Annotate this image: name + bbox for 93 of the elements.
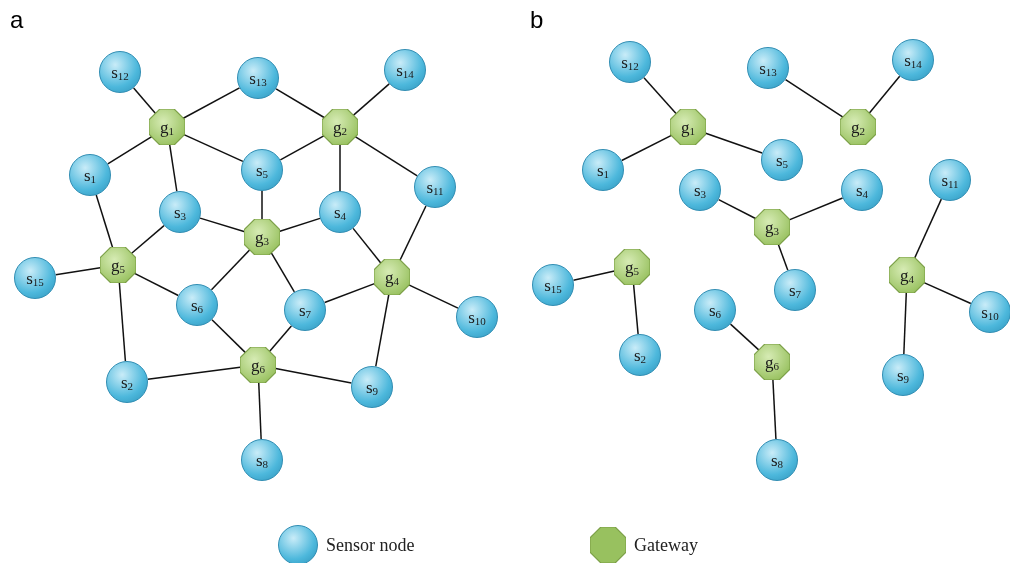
node-label: s$_{10}$ [468, 308, 486, 326]
gateway-octagon [889, 257, 925, 293]
connector-line [643, 76, 677, 115]
gateway-octagon [754, 209, 790, 245]
node-label: g$_{3}$ [765, 218, 779, 236]
node-label: s$_{5}$ [775, 151, 789, 169]
node-label: s$_{1}$ [83, 166, 97, 184]
node-label: s$_{10}$ [981, 303, 999, 321]
node-label: s$_{14}$ [396, 61, 414, 79]
legend-label: Gateway [634, 533, 698, 557]
node-label: g$_{5}$ [111, 256, 125, 274]
node-label: s$_{7}$ [298, 301, 312, 319]
connector-line [182, 87, 241, 120]
gateway-octagon [754, 344, 790, 380]
node-label: s$_{8}$ [770, 451, 784, 469]
connector-line [211, 319, 246, 354]
connector-line [868, 75, 901, 114]
node-label: s$_{6}$ [708, 301, 722, 319]
node-label: s$_{12}$ [621, 53, 639, 71]
connector-line [399, 205, 427, 262]
connector-line [621, 134, 673, 162]
node-label: s$_{1}$ [596, 161, 610, 179]
node-label: s$_{15}$ [26, 269, 44, 287]
node-label: s$_{13}$ [249, 69, 267, 87]
connector-line [352, 227, 382, 264]
legend-label: Sensor node [326, 533, 415, 557]
gateway-octagon [614, 249, 650, 285]
gateway-octagon [840, 109, 876, 145]
panel-label: a [10, 8, 24, 32]
gateway-octagon [322, 109, 358, 145]
connector-line [704, 132, 763, 154]
node-label: s$_{14}$ [904, 51, 922, 69]
node-label: g$_{1}$ [160, 118, 174, 136]
connector-line [132, 87, 157, 115]
node-label: s$_{11}$ [426, 178, 444, 196]
connector-line [913, 198, 943, 260]
node-label: s$_{9}$ [896, 366, 910, 384]
connector-line [268, 325, 293, 353]
node-label: g$_{2}$ [851, 118, 865, 136]
connector-line [339, 144, 341, 192]
connector-line [258, 382, 262, 440]
node-label: g$_{5}$ [625, 258, 639, 276]
connector-line [407, 283, 459, 309]
node-label: s$_{7}$ [788, 281, 802, 299]
node-label: s$_{9}$ [365, 378, 379, 396]
connector-line [729, 323, 760, 351]
node-label: s$_{6}$ [190, 296, 204, 314]
connector-line [168, 144, 178, 192]
connector-line [147, 366, 241, 381]
connector-line [95, 194, 114, 249]
connector-line [772, 379, 777, 440]
node-label: s$_{3}$ [173, 203, 187, 221]
connector-line [354, 135, 418, 177]
panel-label: b [530, 8, 544, 32]
gateway-octagon [244, 219, 280, 255]
gateway-octagon [100, 247, 136, 283]
node-label: s$_{4}$ [855, 181, 869, 199]
connector-line [717, 198, 757, 220]
connector-line [784, 78, 844, 118]
node-label: s$_{3}$ [693, 181, 707, 199]
connector-line [270, 251, 296, 293]
node-label: s$_{2}$ [633, 346, 647, 364]
connector-line [279, 134, 325, 161]
node-label: s$_{11}$ [941, 171, 959, 189]
node-label: s$_{15}$ [544, 276, 562, 294]
node-label: g$_{6}$ [765, 353, 779, 371]
connector-line [261, 190, 263, 220]
node-label: s$_{12}$ [111, 63, 129, 81]
node-label: s$_{13}$ [759, 59, 777, 77]
connector-line [55, 267, 101, 276]
connector-line [903, 292, 908, 355]
connector-line [118, 282, 127, 362]
node-label: g$_{4}$ [385, 268, 399, 286]
connector-line [133, 272, 179, 297]
connector-line [210, 249, 251, 291]
connector-line [352, 83, 390, 116]
node-label: s$_{5}$ [255, 161, 269, 179]
gateway-octagon [374, 259, 410, 295]
node-label: g$_{1}$ [681, 118, 695, 136]
connector-line [107, 135, 153, 165]
node-label: g$_{3}$ [255, 228, 269, 246]
gateway-octagon [240, 347, 276, 383]
node-label: s$_{4}$ [333, 203, 347, 221]
node-label: g$_{6}$ [251, 356, 265, 374]
connector-line [632, 284, 639, 335]
node-label: s$_{2}$ [120, 373, 134, 391]
gateway-octagon [149, 109, 185, 145]
gateway-octagon [670, 109, 706, 145]
node-label: g$_{2}$ [333, 118, 347, 136]
connector-line [275, 88, 326, 119]
connector-line [130, 224, 165, 255]
node-label: g$_{4}$ [900, 266, 914, 284]
node-label: s$_{8}$ [255, 451, 269, 469]
